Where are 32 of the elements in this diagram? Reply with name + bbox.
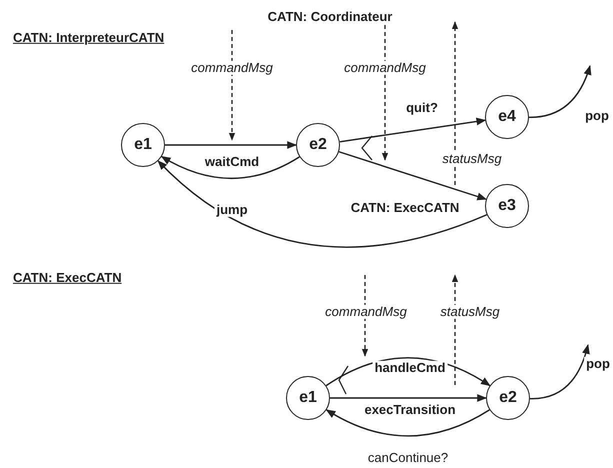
- message-label: commandMsg: [190, 60, 274, 76]
- transition-arrow: [157, 160, 488, 248]
- message-label: commandMsg: [343, 60, 427, 76]
- edge-label: quit?: [404, 100, 440, 116]
- transition-arrow: [165, 141, 297, 149]
- state-circle: e3: [485, 184, 529, 228]
- edge-label: pop: [584, 356, 612, 372]
- transition-arrow: [326, 409, 490, 437]
- edge-label: CATN: ExecCATN: [348, 200, 462, 216]
- state-circle: e2: [296, 123, 340, 167]
- edge-label: canContinue?: [366, 450, 450, 466]
- transition-arrow: [530, 344, 590, 400]
- transition-arrow: [528, 65, 591, 118]
- state-circle: e1: [286, 376, 330, 420]
- net-title: CATN: ExecCATN: [12, 270, 123, 286]
- net-title: CATN: InterpreteurCATN: [12, 30, 166, 46]
- message-label: statusMsg: [439, 304, 501, 320]
- message-label: statusMsg: [441, 152, 503, 166]
- transition-arrow: [338, 151, 487, 200]
- state-circle: e2: [486, 376, 530, 420]
- transition-arrow: [160, 156, 300, 180]
- transition-arrow: [340, 118, 486, 142]
- edge-label: handleCmd: [372, 360, 448, 376]
- edge-label: execTransition: [362, 402, 458, 418]
- edge-label: jump: [214, 202, 250, 218]
- message-label: commandMsg: [324, 304, 408, 320]
- transition-arrow: [326, 357, 491, 386]
- edge-label: waitCmd: [202, 154, 262, 170]
- component-label: CATN: Coordinateur: [266, 10, 394, 24]
- state-circle: e4: [485, 95, 529, 139]
- state-circle: e1: [121, 123, 165, 167]
- transition-arrow: [330, 394, 487, 402]
